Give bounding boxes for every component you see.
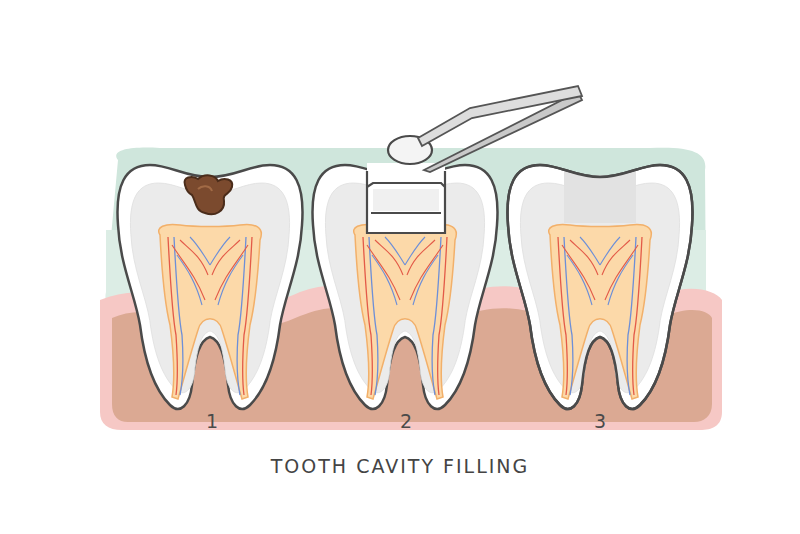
tooth: [507, 165, 692, 409]
cavity-shadow: [373, 189, 439, 211]
cavity-decay: [184, 175, 232, 214]
tooth-outline: [507, 165, 692, 409]
filled-cavity: [564, 171, 636, 223]
tooth-one: [117, 165, 302, 409]
callout-number: 3: [594, 410, 606, 432]
callout-number: 2: [400, 410, 412, 432]
cavity-shade: [198, 186, 212, 191]
tweezers-upper: [418, 86, 582, 146]
tooth: [117, 165, 302, 409]
prepared-cavity: [367, 163, 445, 233]
callout-number: 1: [206, 410, 218, 432]
prepared-cavity-walls: [367, 171, 445, 233]
tooth: [312, 165, 497, 409]
tooth-two: [312, 163, 497, 409]
tooth-three: [507, 165, 692, 409]
caption: TOOTH CAVITY FILLING: [271, 455, 530, 477]
